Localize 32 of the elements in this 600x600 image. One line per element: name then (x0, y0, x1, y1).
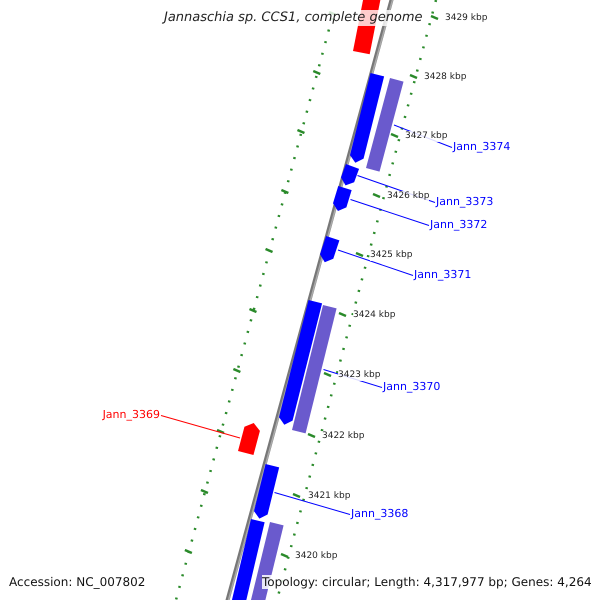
scale-label: 3429 kbp (445, 13, 488, 24)
info-text: Accession: NC_007802 (9, 575, 146, 589)
gene-label: Jann_3368 (351, 507, 408, 520)
leader-line (338, 250, 414, 276)
gene-feature (278, 300, 322, 425)
gene-feature (238, 423, 260, 456)
gene-feature (320, 236, 340, 262)
gene-label: Jann_3370 (383, 380, 440, 393)
gene-feature (366, 78, 404, 172)
leader-line (274, 492, 350, 515)
gene-feature (350, 73, 384, 163)
scale-label: 3423 kbp (338, 370, 380, 381)
scale-label: 3422 kbp (322, 431, 364, 442)
gene-feature (254, 464, 279, 519)
scale-label: 3421 kbp (308, 491, 350, 502)
scale-label: 3426 kbp (387, 191, 430, 202)
scale-label: 3428 kbp (424, 72, 466, 83)
gene-label: Jann_3372 (430, 218, 488, 231)
scale-label: 3427 kbp (405, 131, 448, 142)
leader-line (350, 199, 430, 226)
scale-label: 3420 kbp (295, 551, 338, 562)
gene-feature (340, 164, 359, 185)
scale-label: 3425 kbp (370, 250, 412, 261)
gene-feature (333, 186, 352, 211)
title: Jannaschia sp. CCS1, complete genome (164, 10, 423, 26)
gene-label: Jann_3371 (414, 268, 472, 281)
gene-label: Jann_3373 (436, 195, 494, 208)
gene-label: Jann_3369 (102, 408, 160, 421)
leader-line (160, 415, 240, 438)
scale-label: 3424 kbp (353, 310, 396, 321)
gene-label: Jann_3374 (453, 140, 510, 153)
info-text: Topology: circular; Length: 4,317,977 bp; Genes: 4,264 (262, 575, 592, 589)
